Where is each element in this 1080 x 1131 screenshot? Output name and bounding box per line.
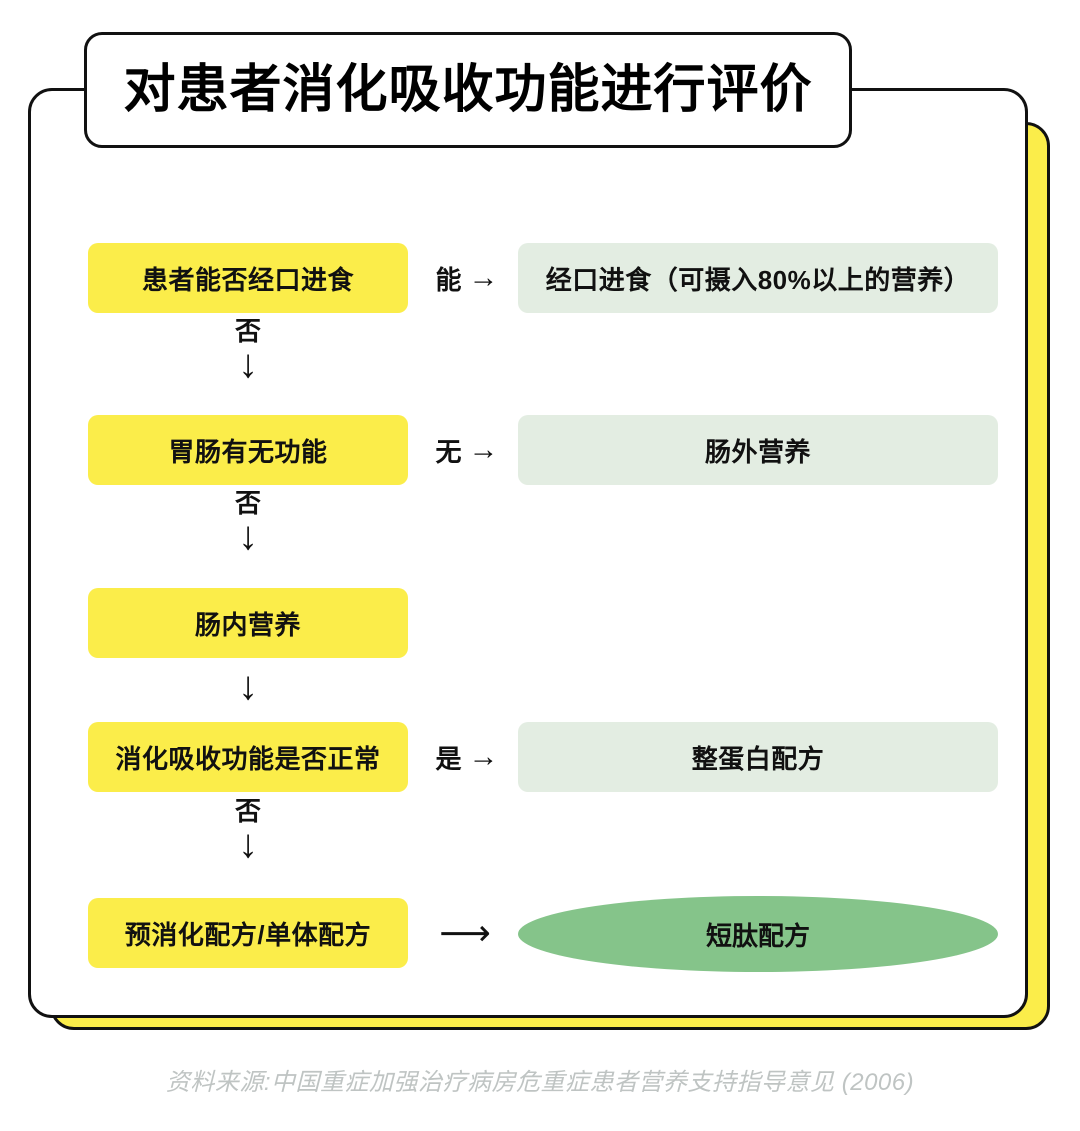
decision-node-1[interactable]: 患者能否经口进食	[88, 243, 408, 313]
arrow-long-right-icon: ⟶	[439, 912, 491, 953]
branch-1: 能 →	[414, 243, 520, 313]
decision-node-3[interactable]: 肠内营养	[88, 588, 408, 658]
arrow-down-icon: ↓	[238, 664, 258, 708]
connector-2-label: 否	[234, 488, 261, 518]
outcome-node-2[interactable]: 肠外营养	[518, 415, 998, 485]
branch-1-label: 能	[435, 264, 462, 295]
flow-row-2: 胃肠有无功能 无 → 肠外营养	[88, 415, 998, 485]
flow-row-1: 患者能否经口进食 能 → 经口进食（可摄入80%以上的营养）	[88, 243, 998, 313]
outcome-node-2-label: 肠外营养	[704, 436, 811, 467]
connector-1-label: 否	[234, 316, 261, 346]
outcome-node-1[interactable]: 经口进食（可摄入80%以上的营养）	[518, 243, 998, 313]
branch-4-label: 是	[435, 743, 462, 774]
arrow-right-icon: →	[468, 261, 499, 294]
page-title: 对患者消化吸收功能进行评价	[123, 61, 813, 119]
branch-4: 是 →	[414, 722, 520, 792]
flowchart: 患者能否经口进食 能 → 经口进食（可摄入80%以上的营养） 否 ↓ 胃肠有无功…	[88, 243, 998, 972]
source-note: 资料来源:中国重症加强治疗病房危重症患者营养支持指导意见 (2006)	[165, 1069, 915, 1096]
connector-1: 否 ↓	[205, 318, 291, 384]
connector-4: 否 ↓	[205, 798, 291, 864]
decision-node-4-label: 消化吸收功能是否正常	[115, 743, 381, 774]
arrow-down-icon: ↓	[238, 342, 258, 386]
long-arrow-right: ⟶	[406, 898, 522, 968]
arrow-down-icon: ↓	[238, 514, 258, 558]
decision-node-4[interactable]: 消化吸收功能是否正常	[88, 722, 408, 792]
outcome-node-5-label: 短肽配方	[705, 920, 810, 951]
branch-2-label: 无	[435, 436, 462, 467]
arrow-right-icon: →	[468, 433, 499, 466]
decision-node-5-label: 预消化配方/单体配方	[124, 919, 372, 950]
outcome-node-5[interactable]: 短肽配方	[518, 896, 998, 972]
outcome-node-1-label: 经口进食（可摄入80%以上的营养）	[545, 264, 971, 295]
connector-4-label: 否	[234, 796, 261, 826]
outcome-node-4-label: 整蛋白配方	[691, 743, 825, 774]
decision-node-5[interactable]: 预消化配方/单体配方	[88, 898, 408, 968]
title-box: 对患者消化吸收功能进行评价	[84, 32, 852, 148]
arrow-right-icon: →	[468, 740, 499, 773]
outcome-node-4[interactable]: 整蛋白配方	[518, 722, 998, 792]
decision-node-1-label: 患者能否经口进食	[141, 264, 354, 295]
arrow-down-icon: ↓	[238, 822, 258, 866]
branch-2: 无 →	[414, 415, 520, 485]
flow-row-3: 肠内营养	[88, 588, 998, 658]
flow-row-5: 预消化配方/单体配方 ⟶ 短肽配方	[88, 896, 998, 972]
decision-node-2[interactable]: 胃肠有无功能	[88, 415, 408, 485]
connector-3: ↓	[205, 666, 291, 706]
connector-2: 否 ↓	[205, 490, 291, 556]
flow-row-4: 消化吸收功能是否正常 是 → 整蛋白配方	[88, 722, 998, 792]
decision-node-3-label: 肠内营养	[194, 609, 301, 640]
decision-node-2-label: 胃肠有无功能	[168, 436, 328, 467]
